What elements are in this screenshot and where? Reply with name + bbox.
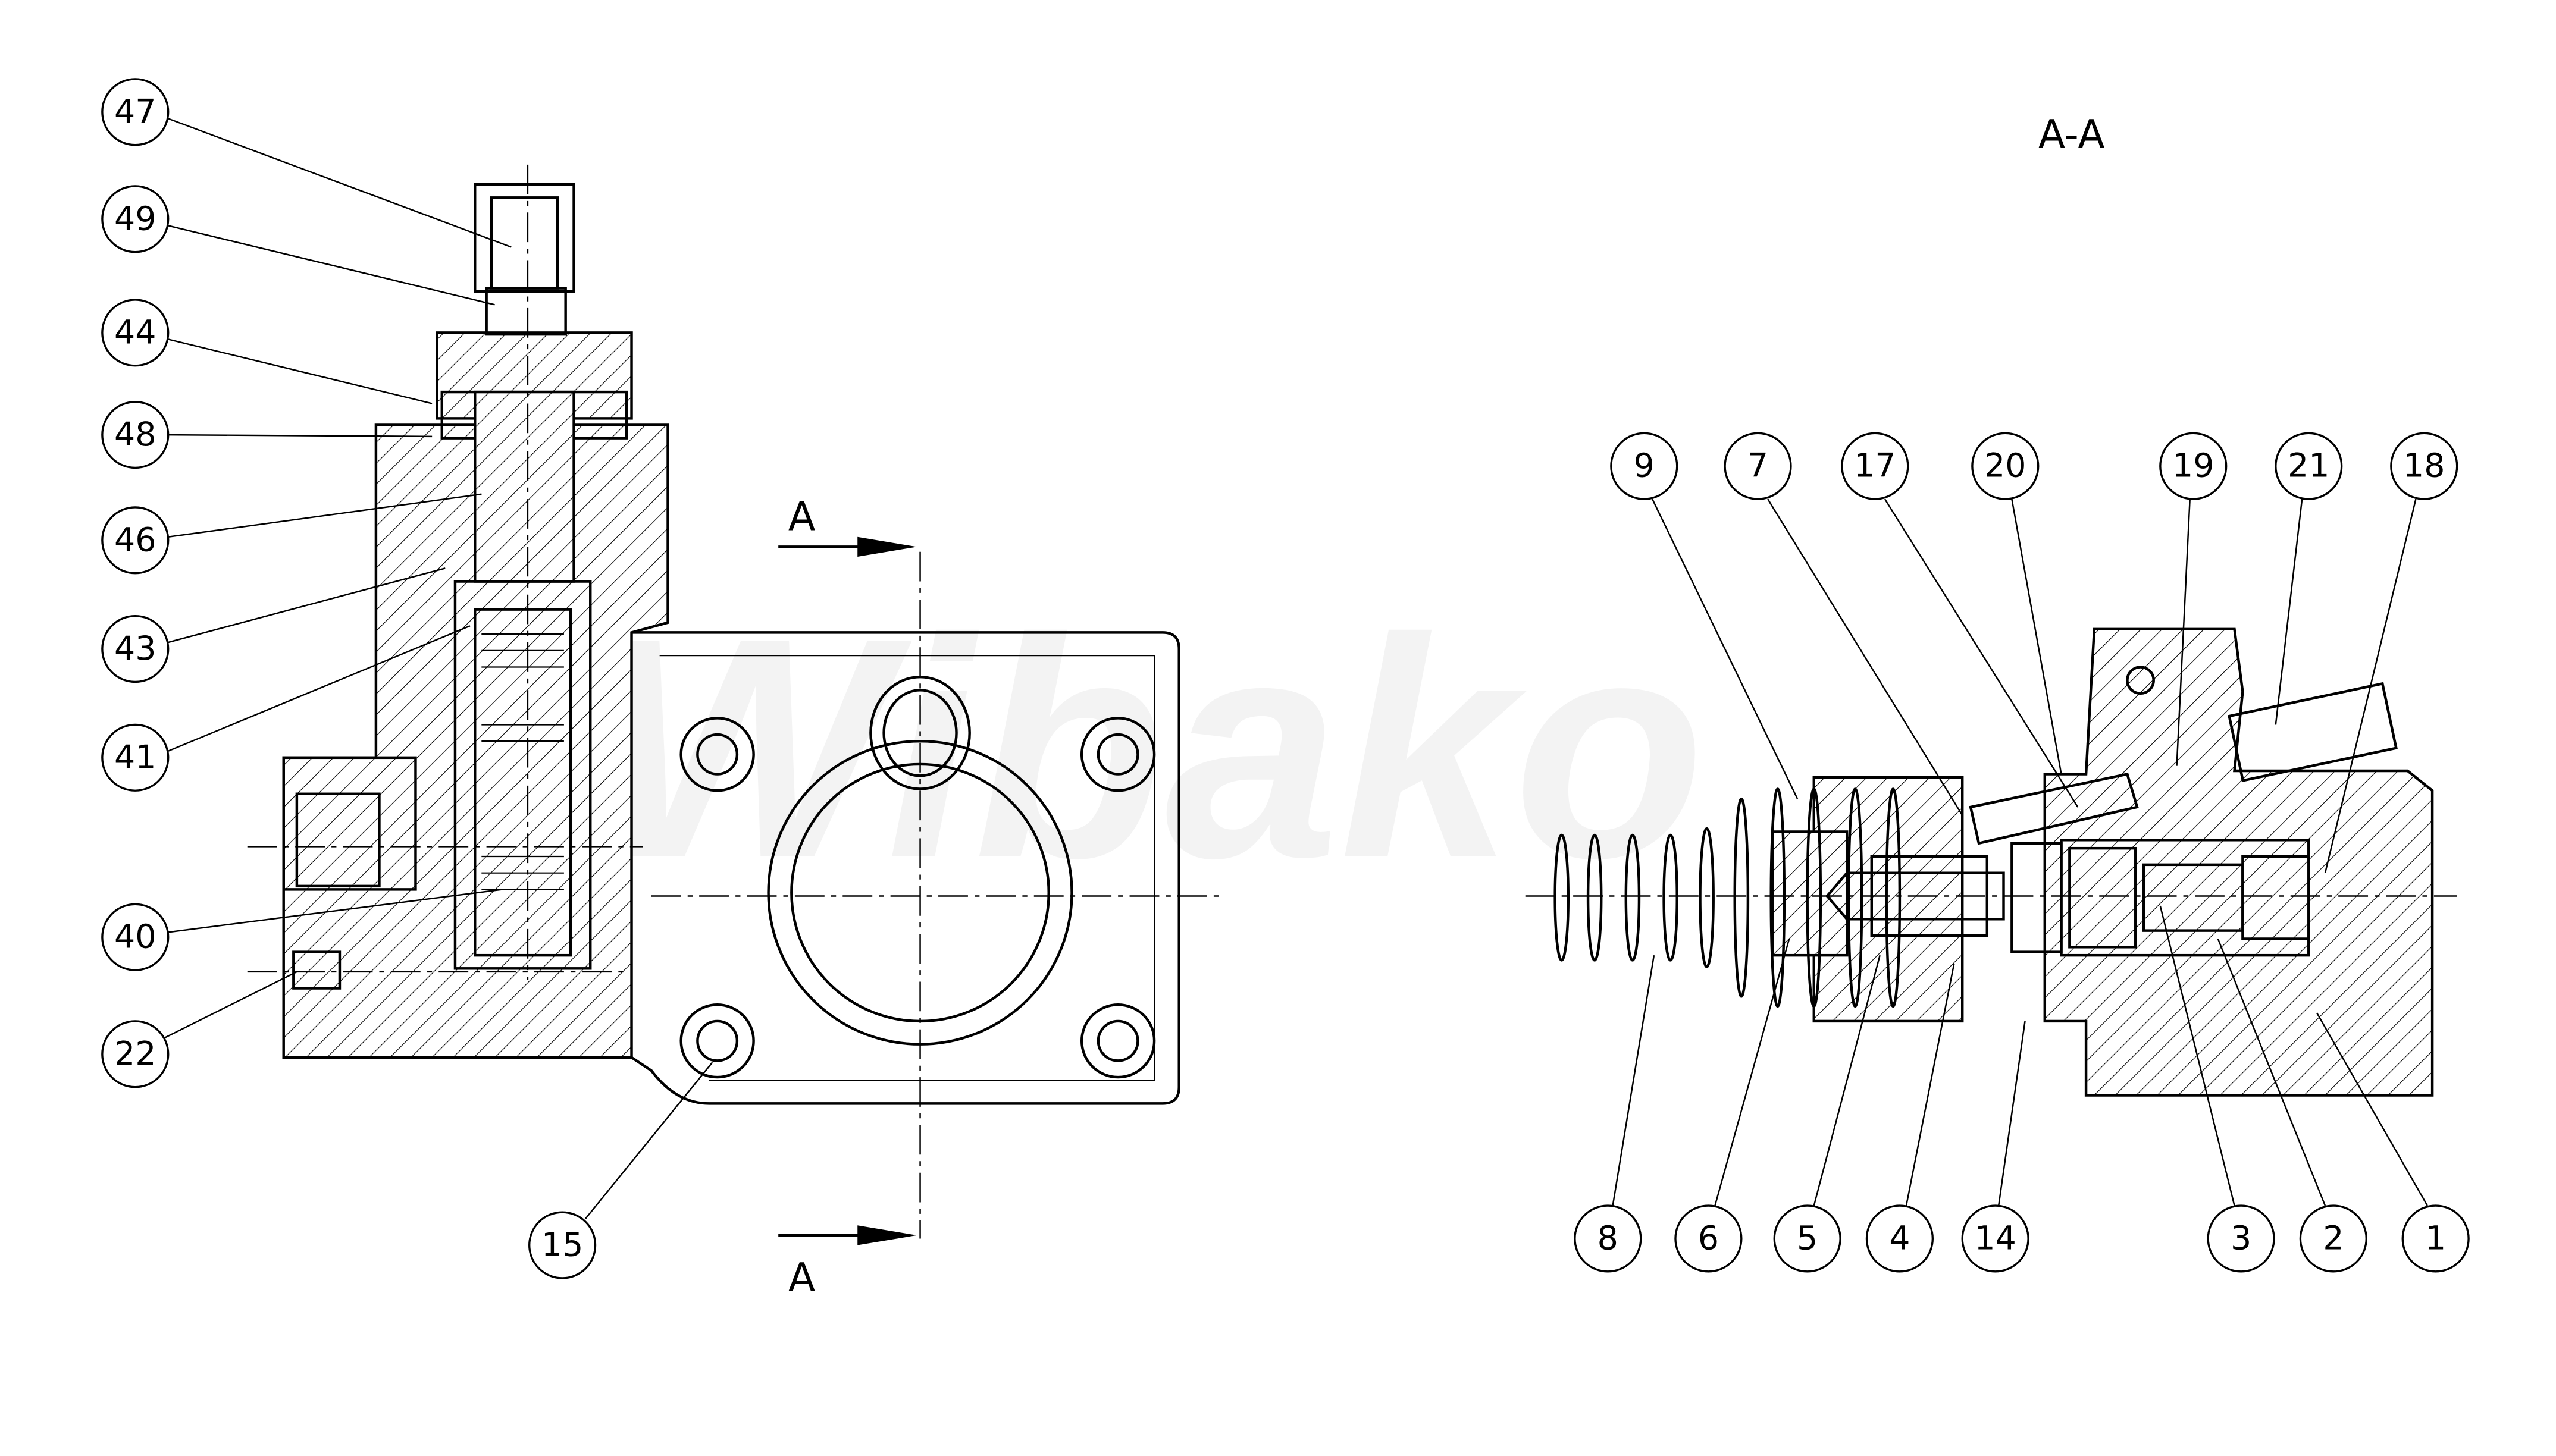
balloon-4: 4 <box>1865 1204 1934 1273</box>
balloon-17: 17 <box>1841 432 1909 500</box>
svg-text:44: 44 <box>114 313 156 352</box>
svg-text:4: 4 <box>1889 1219 1910 1257</box>
section-marker-bottom: A <box>788 1254 816 1301</box>
section-a-a-view: A-A <box>1525 111 2457 1097</box>
balloon-21: 21 <box>2275 432 2343 500</box>
balloon-48: 48 <box>101 401 170 469</box>
svg-text:20: 20 <box>1984 447 2026 485</box>
svg-text:7: 7 <box>1747 447 1768 485</box>
svg-text:47: 47 <box>114 93 156 131</box>
balloon-49: 49 <box>101 185 170 253</box>
balloon-5: 5 <box>1773 1204 1841 1273</box>
svg-text:17: 17 <box>1854 447 1896 485</box>
svg-text:22: 22 <box>114 1035 156 1073</box>
balloon-6: 6 <box>1674 1204 1743 1273</box>
balloon-43: 43 <box>101 615 170 683</box>
svg-text:40: 40 <box>114 918 156 956</box>
balloon-14: 14 <box>1961 1204 2029 1273</box>
valve-side-view: A A <box>247 164 1220 1301</box>
balloon-41: 41 <box>101 723 170 792</box>
balloon-8: 8 <box>1574 1204 1642 1273</box>
balloon-1: 1 <box>2401 1204 2470 1273</box>
balloon-9: 9 <box>1610 432 1678 500</box>
balloon-18: 18 <box>2390 432 2458 500</box>
balloon-3: 3 <box>2207 1204 2275 1273</box>
svg-text:46: 46 <box>114 521 156 559</box>
svg-text:14: 14 <box>1974 1219 2016 1257</box>
balloon-15: 15 <box>528 1211 597 1279</box>
svg-text:3: 3 <box>2231 1219 2251 1257</box>
svg-text:9: 9 <box>1634 447 1655 485</box>
svg-text:15: 15 <box>541 1226 584 1264</box>
svg-text:19: 19 <box>2172 447 2214 485</box>
bolt-holes <box>679 717 1156 1079</box>
section-marker-top: A <box>788 494 816 540</box>
leader-lines <box>164 118 2428 1220</box>
balloon-22: 22 <box>101 1020 170 1088</box>
svg-text:18: 18 <box>2403 447 2445 485</box>
balloon-40: 40 <box>101 903 170 971</box>
balloon-2: 2 <box>2299 1204 2367 1273</box>
svg-text:43: 43 <box>114 630 156 668</box>
svg-text:49: 49 <box>114 200 156 238</box>
balloon-44: 44 <box>101 299 170 367</box>
balloon-47: 47 <box>101 78 170 146</box>
svg-text:41: 41 <box>114 739 156 777</box>
balloon-7: 7 <box>1724 432 1792 500</box>
balloon-19: 19 <box>2159 432 2228 500</box>
spring <box>1553 787 1902 1008</box>
svg-text:2: 2 <box>2323 1219 2344 1257</box>
svg-text:6: 6 <box>1698 1219 1719 1257</box>
svg-text:8: 8 <box>1597 1219 1618 1257</box>
watermark: Wibako <box>594 573 1705 923</box>
svg-text:48: 48 <box>114 416 156 454</box>
svg-text:21: 21 <box>2288 447 2330 485</box>
section-view-title: A-A <box>2038 111 2105 158</box>
balloon-46: 46 <box>101 506 170 575</box>
svg-text:1: 1 <box>2425 1219 2446 1257</box>
balloon-20: 20 <box>1971 432 2040 500</box>
svg-text:5: 5 <box>1797 1219 1818 1257</box>
